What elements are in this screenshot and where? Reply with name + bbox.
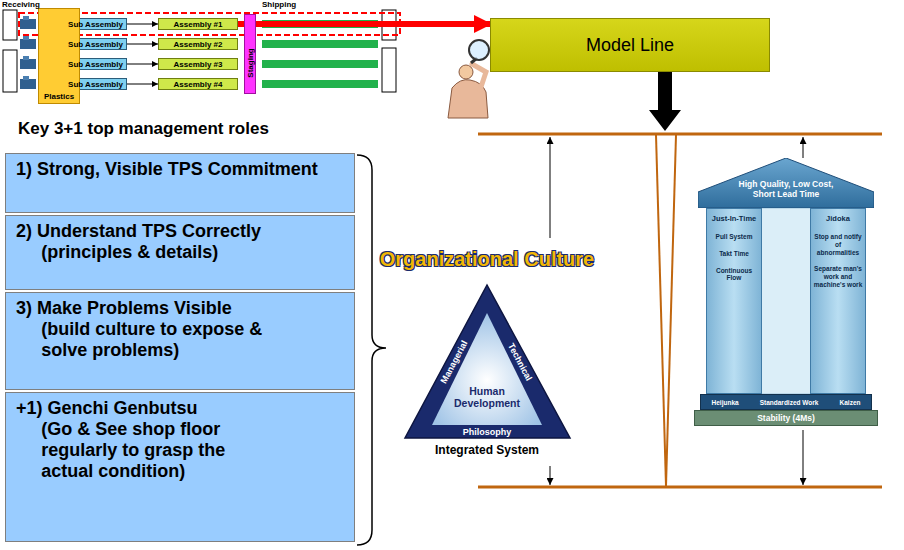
area-label: Receiving xyxy=(2,0,40,9)
machine-icons xyxy=(20,16,36,89)
culture-heading: Organizational Culture xyxy=(380,248,594,271)
curly-bracket xyxy=(357,155,386,545)
roof-outline xyxy=(698,158,874,208)
pillar-item: Continuous Flow xyxy=(709,267,759,283)
section-heading: Key 3+1 top management roles xyxy=(18,119,269,139)
center-label: Human Development xyxy=(445,385,529,409)
house-beam: Heijunka Standardized Work Kaizen xyxy=(700,394,872,410)
inspector-arm xyxy=(472,64,486,90)
support-arrow xyxy=(550,137,551,238)
culture-triangle: Organizational CultureManagerialTechnica… xyxy=(380,245,600,462)
box-label: Stability (4Ms) xyxy=(757,413,815,423)
flow-arrow xyxy=(127,24,158,25)
sub-assembly-box: Sub Assembly xyxy=(64,78,127,90)
shipping-dock xyxy=(382,48,396,92)
frame-line xyxy=(478,133,882,136)
inspector-head xyxy=(459,65,473,79)
role-detail: (Go & See shop floor regularly to grasp … xyxy=(16,419,281,482)
flow-arrow xyxy=(127,44,158,45)
box-label: Assembly #2 xyxy=(174,40,223,49)
down-arrow xyxy=(649,72,681,131)
role-heading: 3) Make Problems Visible xyxy=(16,298,326,319)
box-label: Assembly #3 xyxy=(174,60,223,69)
frame-line xyxy=(656,135,666,486)
role-box: +1) Genchi Genbutsu(Go & See shop floor … xyxy=(5,392,355,542)
model-line-box: Model Line xyxy=(490,18,770,72)
machine-icon xyxy=(20,79,36,89)
machine-icon xyxy=(23,76,29,80)
house-roof: High Quality, Low Cost, Short Lead Time xyxy=(698,158,874,208)
pillar-item: Separate man's work and machine's work xyxy=(813,265,863,288)
assembly-box: Assembly #4 xyxy=(158,78,238,90)
machine-icon xyxy=(20,59,36,69)
inspector-figure xyxy=(448,40,489,118)
pillar-heading: Just-In-Time xyxy=(712,214,756,223)
receiving-dock xyxy=(3,10,17,40)
role-detail: (principles & details) xyxy=(16,242,281,263)
machine-icon xyxy=(23,56,29,60)
role-box: 1) Strong, Visible TPS Commitment xyxy=(5,153,355,213)
sub-assembly-box: Sub Assembly xyxy=(64,18,127,30)
role-box: 2) Understand TPS Correctly(principles &… xyxy=(5,215,355,290)
frame-line xyxy=(478,486,882,489)
house-pillar: JidokaStop and notify of abnormalitiesSe… xyxy=(810,208,866,394)
box-label: Sub Assembly xyxy=(68,60,123,69)
machine-icon xyxy=(23,36,29,40)
base-label: Philosophy xyxy=(463,427,512,437)
machine-icon xyxy=(20,19,36,29)
box-label: Sub Assembly xyxy=(68,80,123,89)
house-pillar: Just-In-TimePull SystemTakt TimeContinuo… xyxy=(706,208,762,394)
beam-item: Kaizen xyxy=(840,399,861,406)
box-label: Assembly #4 xyxy=(174,80,223,89)
pillar-item: Takt Time xyxy=(719,250,749,258)
beam-item: Heijunka xyxy=(712,399,739,406)
support-arrow xyxy=(803,137,804,158)
box-label: Model Line xyxy=(586,35,674,56)
role-heading: 1) Strong, Visible TPS Commitment xyxy=(16,159,326,180)
pillar-item: Pull System xyxy=(716,233,753,241)
triangle-inner xyxy=(432,313,542,425)
sub-assembly-box: Sub Assembly xyxy=(64,38,127,50)
box-label: Sub Assembly xyxy=(68,40,123,49)
magnifier-lens xyxy=(469,40,489,60)
triangle-caption: Integrated System xyxy=(435,443,539,457)
role-heading: 2) Understand TPS Correctly xyxy=(16,221,326,242)
triangle-outer xyxy=(405,285,570,438)
house-foundation: Stability (4Ms) xyxy=(694,410,878,426)
pillar-item: Stop and notify of abnormalities xyxy=(813,233,863,256)
shipping-lane xyxy=(262,80,378,88)
assembly-box: Assembly #3 xyxy=(158,58,238,70)
beam-item: Standardized Work xyxy=(760,399,819,406)
assembly-box: Assembly #2 xyxy=(158,38,238,50)
area-label: Shipping xyxy=(262,0,296,9)
staging-bar: Staging xyxy=(244,14,256,94)
flow-arrow xyxy=(127,84,158,85)
box-label: Staging xyxy=(246,49,255,78)
receiving-dock xyxy=(3,50,17,92)
role-detail: (build culture to expose & solve problem… xyxy=(16,319,281,361)
pillar-heading: Jidoka xyxy=(826,214,850,223)
machine-icon xyxy=(23,16,29,20)
house-center-panel xyxy=(760,208,812,394)
box-label: Plastics xyxy=(44,92,74,101)
machine-icon xyxy=(20,39,36,49)
role-heading: +1) Genchi Genbutsu xyxy=(16,398,326,419)
sub-assembly-box: Sub Assembly xyxy=(64,58,127,70)
shipping-lane xyxy=(262,60,378,68)
shipping-lane xyxy=(262,40,378,48)
frame-line xyxy=(666,135,676,486)
assembly-box: Assembly #1 xyxy=(158,18,238,30)
model-line-arrow xyxy=(238,21,490,27)
box-label: Assembly #1 xyxy=(174,20,223,29)
support-arrow xyxy=(803,430,804,485)
box-label: High Quality, Low Cost, Short Lead Time xyxy=(731,179,841,199)
box-label: Sub Assembly xyxy=(68,20,123,29)
flow-arrow xyxy=(127,64,158,65)
support-arrow xyxy=(550,466,551,485)
role-box: 3) Make Problems Visible(build culture t… xyxy=(5,292,355,390)
